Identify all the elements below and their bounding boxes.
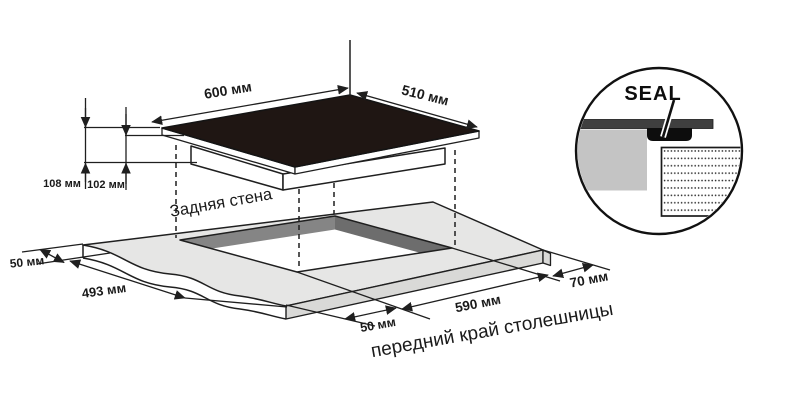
dim-493-arrow: [69, 259, 186, 300]
cooktop-body-right-face: [282, 147, 446, 191]
dim-50-front-arrow: [344, 305, 397, 322]
dim-70-label: 70 мм: [568, 268, 609, 290]
countertop-right-end-face: [542, 249, 552, 267]
detail-seal-gasket: [647, 128, 692, 141]
ext-front-left-corner: [285, 304, 376, 327]
seal-detail: SEAL: [574, 66, 744, 236]
dim-102-label: 102 мм: [87, 179, 125, 191]
projection-lines: [175, 145, 456, 270]
back-wall-label: Задняя стена: [169, 185, 275, 221]
dim-50-left-arrow: [39, 248, 65, 264]
height-dimensions: 108 мм 102 мм: [43, 98, 197, 191]
dim-510-label: 510 мм: [400, 81, 450, 108]
dim-50-left-label: 50 мм: [9, 253, 45, 271]
cutout-wall-back-right: [335, 216, 452, 262]
dim-70-arrow: [552, 263, 594, 278]
detail-countertop-block: [577, 129, 647, 191]
detail-glass-bar: [577, 119, 714, 129]
ext-back-edge-left: [21, 243, 84, 253]
cooktop: [161, 40, 480, 191]
dim-590-arrow: [401, 272, 549, 312]
dim-50-front-label: 50 мм: [359, 315, 397, 335]
seal-pointer-line: [661, 99, 676, 138]
dim-600-label: 600 мм: [203, 78, 253, 102]
seal-label: SEAL: [624, 83, 681, 105]
dim-493-label: 493 мм: [81, 280, 127, 301]
dim-600-arrow: [151, 84, 349, 126]
ext-counter-right-corner: [542, 249, 611, 271]
ext-front-corner-left: [184, 297, 288, 308]
detail-hob-body-hatch: [663, 149, 741, 215]
cutout-wall-back-left: [180, 216, 335, 254]
dim-108-label: 108 мм: [43, 178, 81, 190]
dim-510-arrow: [356, 91, 478, 129]
